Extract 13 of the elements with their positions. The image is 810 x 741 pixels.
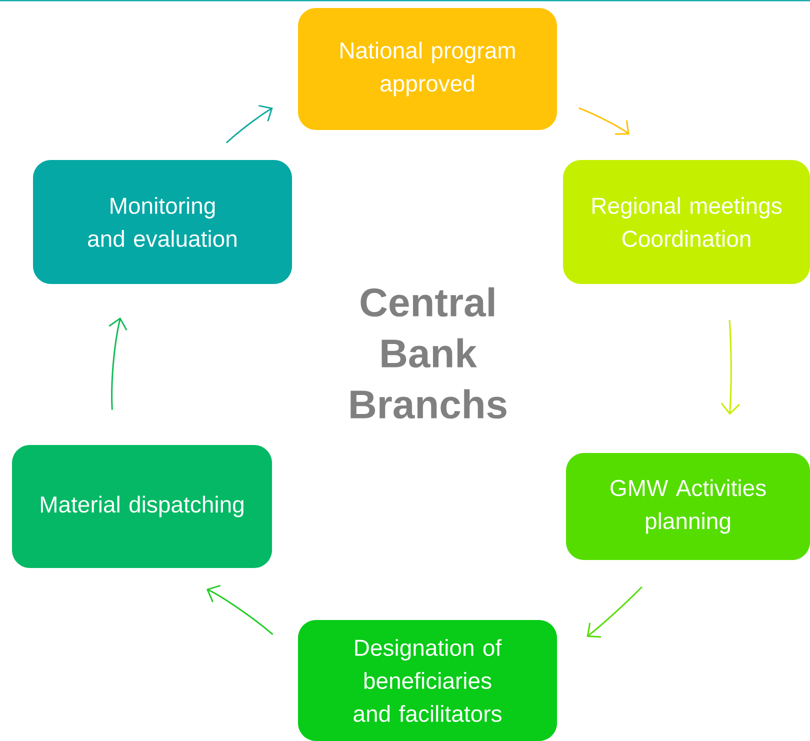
arrow [226,104,273,144]
arrow [578,107,630,135]
process-box: National program approved [298,8,557,130]
process-box: Regional meetings Coordination [563,160,810,284]
process-box: Material dispatching [12,445,272,568]
arrow [206,584,274,636]
arrow [108,317,128,410]
process-box: Monitoring and evaluation [33,160,292,284]
process-box: GMW Activities planning [566,453,810,560]
center-label: Central Bank Branchs [350,287,506,419]
process-box: Designation of beneficiaries and facilitators [298,620,557,741]
arrow [586,586,642,638]
arrow [720,320,740,415]
